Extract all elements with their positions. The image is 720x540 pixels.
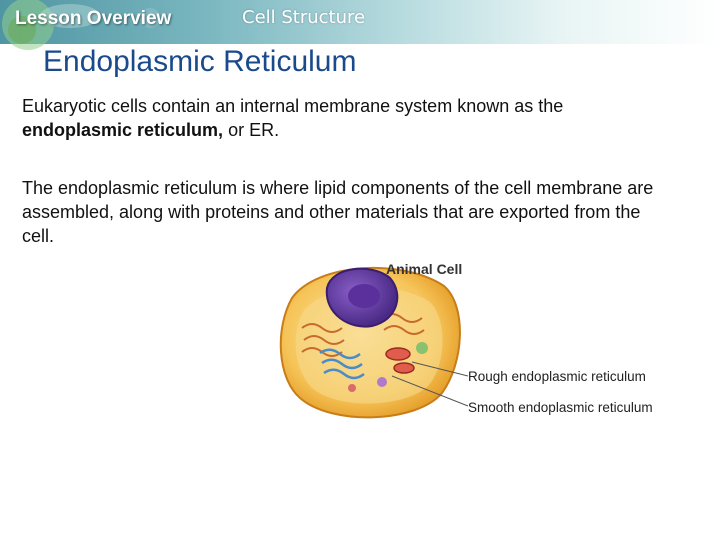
er-term: endoplasmic reticulum, [22, 120, 224, 140]
cell-decoration-icon [2, 0, 160, 50]
lesson-overview-label: Lesson Overview [15, 8, 172, 29]
paragraph-text: or ER. [223, 120, 280, 140]
smooth-er-label: Smooth endoplasmic reticulum [468, 400, 653, 415]
figure-title: Animal Cell [386, 261, 463, 277]
slide-title: Endoplasmic Reticulum [43, 45, 357, 78]
paragraph-text: Eukaryotic cells contain an internal mem… [22, 96, 564, 116]
rough-er-label: Rough endoplasmic reticulum [468, 369, 646, 384]
header-banner: Lesson Overview Cell Structure [0, 0, 720, 50]
animal-cell-illustration [279, 266, 469, 419]
paragraph-er-intro: Eukaryotic cells contain an internal mem… [22, 94, 672, 142]
section-title: Cell Structure [242, 7, 366, 28]
paragraph-er-function: The endoplasmic reticulum is where lipid… [22, 178, 654, 246]
